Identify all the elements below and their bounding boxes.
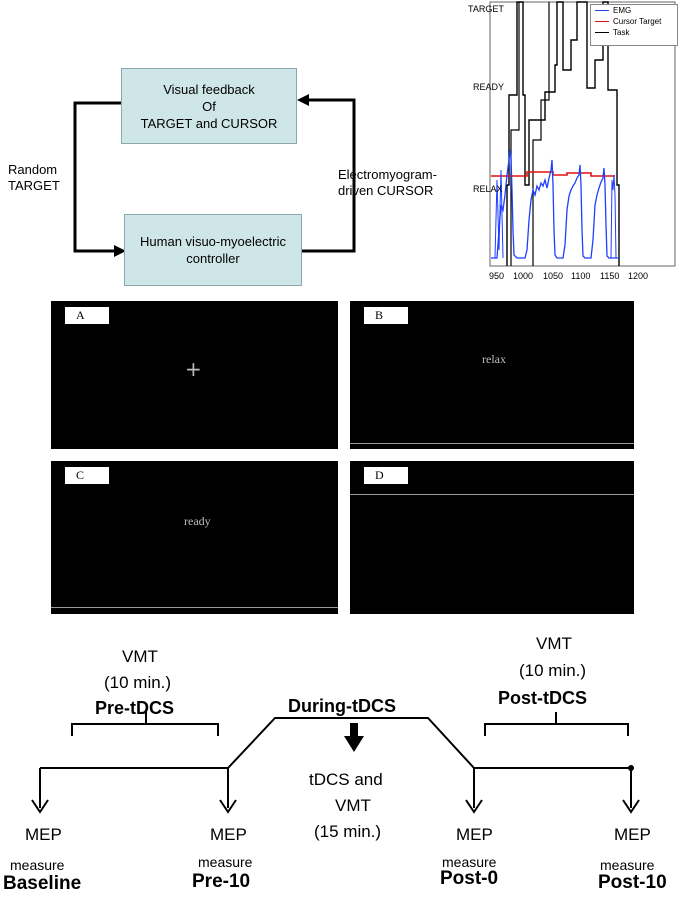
name-pre10: Pre-10 [192, 871, 251, 892]
post-duration: (10 min.) [519, 661, 587, 680]
legend-swatch-emg [595, 10, 609, 11]
x-tick-1000: 1000 [513, 271, 534, 281]
panel-label-d: D [364, 467, 408, 484]
visual-box-line-1: Visual feedback [163, 81, 255, 97]
cursor-bar-c [51, 607, 338, 608]
mep-pre10: MEP [210, 825, 247, 844]
mep-baseline: MEP [25, 825, 62, 844]
legend-item-emg: EMG [591, 5, 677, 16]
measure-baseline: measure [10, 857, 65, 873]
pre-vmt: VMT [122, 647, 158, 666]
legend-label-cursor-target: Cursor Target [613, 17, 662, 26]
during-line-1: tDCS and [309, 770, 383, 789]
fixation-cross: + [185, 357, 202, 381]
random-target-line-2: TARGET [8, 178, 60, 193]
legend-label-task: Task [613, 28, 630, 37]
legend-swatch-task [595, 32, 609, 33]
post-tdcs-label: Post-tDCS [498, 688, 587, 708]
x-tick-1200: 1200 [628, 271, 649, 281]
name-post10: Post-10 [598, 872, 667, 893]
random-target-label: Random TARGET [8, 162, 60, 194]
measure-pre10: measure [198, 854, 253, 870]
emg-plot: TARGET READY RELAX 950 1000 1050 1100 11… [467, 0, 680, 288]
x-tick-950: 950 [489, 271, 505, 281]
emg-cursor-label: Electromyogram- driven CURSOR [338, 167, 437, 199]
visual-box-line-2: Of [202, 98, 216, 114]
post-vmt: VMT [536, 634, 572, 653]
controller-box-line-1: Human visuo-myoelectric [140, 234, 286, 249]
emg-cursor-line-1: Electromyogram- [338, 167, 437, 182]
name-baseline: Baseline [3, 873, 82, 894]
x-tick-1050: 1050 [543, 271, 564, 281]
random-target-line-1: Random [8, 162, 58, 177]
mep-post10: MEP [614, 825, 651, 844]
legend-label-emg: EMG [613, 6, 632, 15]
emg-cursor-line-2: driven CURSOR [338, 183, 434, 198]
x-tick-1100: 1100 [571, 271, 591, 281]
panel-label-c: C [65, 467, 109, 484]
visual-box-line-3: TARGET and CURSOR [140, 115, 278, 131]
name-post0: Post-0 [440, 868, 499, 889]
during-line-3: (15 min.) [314, 822, 382, 841]
pre-duration: (10 min.) [104, 673, 172, 692]
screen-panel-d: D [350, 461, 634, 614]
cursor-bar-d [350, 494, 634, 495]
state-label-relax: RELAX [473, 184, 503, 194]
measure-post10: measure [600, 857, 655, 873]
legend-item-task: Task [591, 27, 677, 38]
panel-label-a: A [65, 307, 109, 324]
visual-feedback-box: Visual feedback Of TARGET and CURSOR [121, 68, 297, 144]
emg-legend: EMG Cursor Target Task [590, 4, 678, 46]
screen-panel-b: B relax [350, 301, 634, 449]
during-line-2: VMT [335, 796, 371, 815]
emg-plot-canvas [489, 1, 676, 267]
screen-panel-c: C ready [51, 461, 338, 614]
mep-post0: MEP [456, 825, 493, 844]
legend-swatch-cursor-target [595, 21, 609, 22]
state-label-target: TARGET [468, 4, 504, 14]
ready-text: ready [184, 514, 211, 528]
relax-text: relax [482, 352, 506, 366]
screen-panel-a: A + [51, 301, 338, 449]
cursor-bar-b [350, 443, 634, 444]
legend-item-cursor-target: Cursor Target [591, 16, 677, 27]
state-label-ready: READY [473, 82, 505, 92]
x-tick-1150: 1150 [600, 271, 620, 281]
panel-label-b: B [364, 307, 408, 324]
pre-tdcs-label: Pre-tDCS [95, 698, 175, 718]
controller-box-line-2: controller [186, 251, 240, 266]
measure-post0: measure [442, 854, 497, 870]
during-tdcs-label: During-tDCS [288, 696, 396, 716]
controller-box: Human visuo-myoelectric controller [124, 214, 302, 286]
